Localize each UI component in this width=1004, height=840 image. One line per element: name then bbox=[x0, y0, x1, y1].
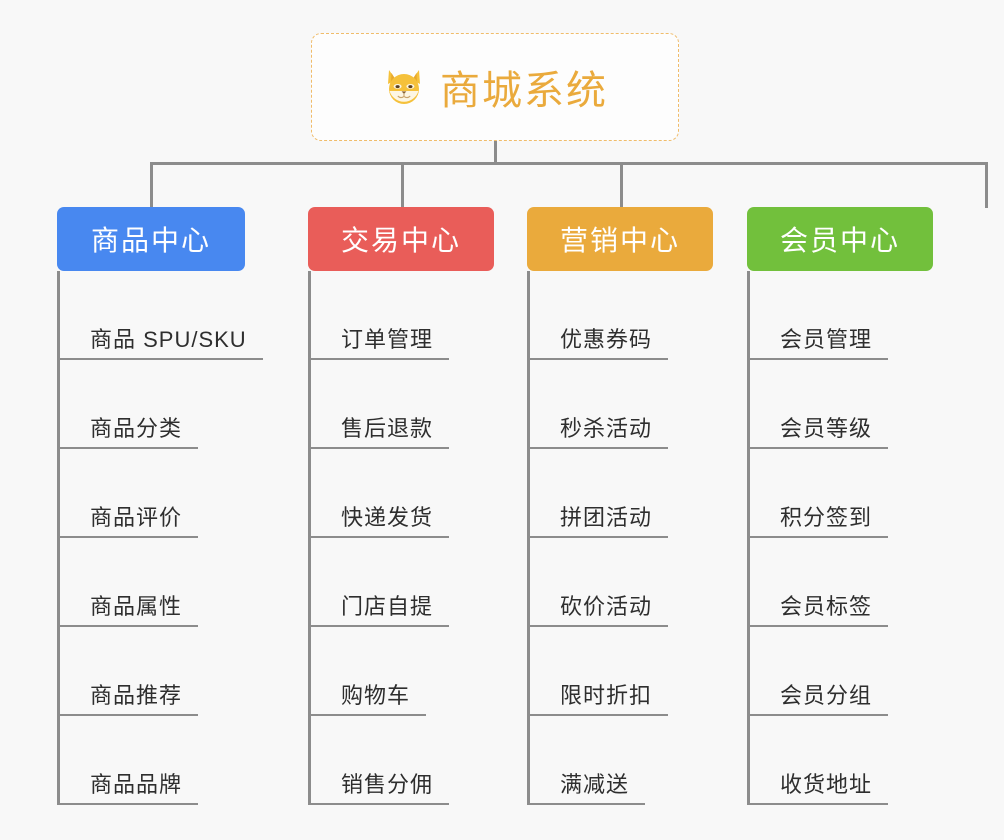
leaf-item[interactable]: 秒杀活动 bbox=[530, 360, 713, 449]
leaf-item-label: 会员分组 bbox=[780, 682, 873, 708]
leaf-item[interactable]: 商品评价 bbox=[60, 449, 245, 538]
leaf-item[interactable]: 商品 SPU/SKU bbox=[60, 271, 263, 360]
leaf-item-underline: 商品 SPU/SKU bbox=[60, 326, 263, 360]
leaf-item-underline: 满减送 bbox=[530, 771, 646, 805]
leaf-item-label: 销售分佣 bbox=[341, 771, 434, 797]
leaf-item-label: 购物车 bbox=[341, 682, 411, 708]
leaf-item[interactable]: 会员等级 bbox=[750, 360, 933, 449]
leaf-item-underline: 快递发货 bbox=[311, 504, 450, 538]
leaf-item-underline: 秒杀活动 bbox=[530, 415, 669, 449]
branch-header[interactable]: 商品中心 bbox=[57, 207, 245, 271]
leaf-item-label: 秒杀活动 bbox=[560, 415, 653, 441]
leaf-item[interactable]: 收货地址 bbox=[750, 716, 933, 805]
leaf-item[interactable]: 优惠券码 bbox=[530, 271, 713, 360]
leaf-item-label: 积分签到 bbox=[780, 504, 873, 530]
leaf-item[interactable]: 售后退款 bbox=[311, 360, 494, 449]
leaf-item-label: 门店自提 bbox=[341, 593, 434, 619]
root-title: 商城系统 bbox=[440, 69, 608, 113]
branch-leaf-list: 优惠券码秒杀活动拼团活动砍价活动限时折扣满减送 bbox=[527, 271, 713, 805]
branch-header[interactable]: 交易中心 bbox=[308, 207, 494, 271]
branch-column: 交易中心订单管理售后退款快递发货门店自提购物车销售分佣 bbox=[308, 207, 494, 805]
leaf-item-underline: 限时折扣 bbox=[530, 682, 669, 716]
branch-header-label: 交易中心 bbox=[340, 225, 461, 256]
leaf-item-underline: 积分签到 bbox=[750, 504, 889, 538]
leaf-item[interactable]: 购物车 bbox=[311, 627, 494, 716]
branch-leaf-list: 商品 SPU/SKU 商品分类商品评价商品属性商品推荐商品品牌 bbox=[57, 271, 263, 805]
connector-drop-3 bbox=[620, 162, 623, 208]
connector-root-stem bbox=[494, 141, 497, 164]
leaf-item-underline: 会员管理 bbox=[750, 326, 889, 360]
leaf-item-label: 优惠券码 bbox=[560, 326, 653, 352]
leaf-item[interactable]: 会员管理 bbox=[750, 271, 933, 360]
leaf-item[interactable]: 砍价活动 bbox=[530, 538, 713, 627]
leaf-item-underline: 售后退款 bbox=[311, 415, 450, 449]
leaf-item-label: 会员等级 bbox=[780, 415, 873, 441]
leaf-item[interactable]: 销售分佣 bbox=[311, 716, 494, 805]
leaf-item-underline: 商品属性 bbox=[60, 593, 199, 627]
leaf-item-label: 商品属性 bbox=[90, 593, 183, 619]
connector-drop-4 bbox=[985, 162, 988, 208]
leaf-item-underline: 门店自提 bbox=[311, 593, 450, 627]
leaf-item[interactable]: 满减送 bbox=[530, 716, 713, 805]
leaf-item-underline: 会员分组 bbox=[750, 682, 889, 716]
leaf-item-underline: 砍价活动 bbox=[530, 593, 669, 627]
leaf-item-label: 订单管理 bbox=[341, 326, 434, 352]
leaf-item-label: 收货地址 bbox=[780, 771, 873, 797]
connector-horizontal-bus bbox=[150, 162, 988, 165]
leaf-item-label: 限时折扣 bbox=[560, 682, 653, 708]
branch-leaf-list: 订单管理售后退款快递发货门店自提购物车销售分佣 bbox=[308, 271, 494, 805]
shiba-dog-face-icon bbox=[382, 65, 426, 109]
connector-drop-2 bbox=[401, 162, 404, 208]
leaf-item-label: 商品品牌 bbox=[90, 771, 183, 797]
branch-column: 会员中心会员管理会员等级积分签到会员标签会员分组收货地址 bbox=[747, 207, 933, 805]
branch-header-label: 商品中心 bbox=[90, 225, 211, 256]
leaf-item[interactable]: 门店自提 bbox=[311, 538, 494, 627]
leaf-item[interactable]: 订单管理 bbox=[311, 271, 494, 360]
leaf-item[interactable]: 商品品牌 bbox=[60, 716, 245, 805]
leaf-item[interactable]: 积分签到 bbox=[750, 449, 933, 538]
branch-header-label: 营销中心 bbox=[559, 225, 680, 256]
leaf-item-label: 会员标签 bbox=[780, 593, 873, 619]
leaf-item[interactable]: 商品分类 bbox=[60, 360, 245, 449]
branch-leaf-list: 会员管理会员等级积分签到会员标签会员分组收货地址 bbox=[747, 271, 933, 805]
branch-header-label: 会员中心 bbox=[779, 225, 900, 256]
leaf-item-underline: 收货地址 bbox=[750, 771, 889, 805]
leaf-item-label: 快递发货 bbox=[341, 504, 434, 530]
connector-drop-1 bbox=[150, 162, 153, 208]
leaf-item-underline: 订单管理 bbox=[311, 326, 450, 360]
leaf-item-label: 会员管理 bbox=[780, 326, 873, 352]
leaf-item-label: 商品 SPU/SKU bbox=[90, 326, 247, 352]
leaf-item[interactable]: 限时折扣 bbox=[530, 627, 713, 716]
leaf-item-underline: 商品评价 bbox=[60, 504, 199, 538]
leaf-item-label: 商品推荐 bbox=[90, 682, 183, 708]
leaf-item-underline: 商品分类 bbox=[60, 415, 199, 449]
leaf-item[interactable]: 商品推荐 bbox=[60, 627, 245, 716]
leaf-item-underline: 拼团活动 bbox=[530, 504, 669, 538]
leaf-item[interactable]: 会员标签 bbox=[750, 538, 933, 627]
leaf-item-underline: 购物车 bbox=[311, 682, 427, 716]
leaf-item-underline: 会员等级 bbox=[750, 415, 889, 449]
leaf-item-underline: 销售分佣 bbox=[311, 771, 450, 805]
leaf-item[interactable]: 快递发货 bbox=[311, 449, 494, 538]
leaf-item[interactable]: 拼团活动 bbox=[530, 449, 713, 538]
branch-column: 营销中心优惠券码秒杀活动拼团活动砍价活动限时折扣满减送 bbox=[527, 207, 713, 805]
leaf-item-label: 砍价活动 bbox=[560, 593, 653, 619]
leaf-item[interactable]: 商品属性 bbox=[60, 538, 245, 627]
leaf-item[interactable]: 会员分组 bbox=[750, 627, 933, 716]
leaf-item-label: 售后退款 bbox=[341, 415, 434, 441]
leaf-item-label: 商品分类 bbox=[90, 415, 183, 441]
branch-header[interactable]: 会员中心 bbox=[747, 207, 933, 271]
leaf-item-underline: 会员标签 bbox=[750, 593, 889, 627]
leaf-item-label: 满减送 bbox=[560, 771, 630, 797]
leaf-item-underline: 商品推荐 bbox=[60, 682, 199, 716]
root-node[interactable]: 商城系统 bbox=[311, 33, 679, 141]
leaf-item-label: 商品评价 bbox=[90, 504, 183, 530]
branch-column: 商品中心商品 SPU/SKU 商品分类商品评价商品属性商品推荐商品品牌 bbox=[57, 207, 263, 805]
leaf-item-underline: 商品品牌 bbox=[60, 771, 199, 805]
branch-header[interactable]: 营销中心 bbox=[527, 207, 713, 271]
leaf-item-underline: 优惠券码 bbox=[530, 326, 669, 360]
leaf-item-label: 拼团活动 bbox=[560, 504, 653, 530]
